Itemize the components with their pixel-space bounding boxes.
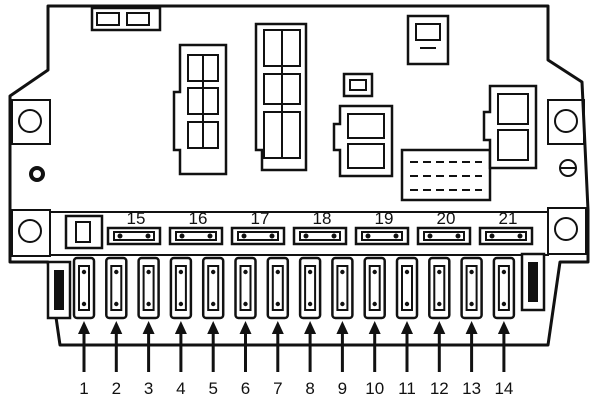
spare-fuse-holder — [64, 214, 104, 250]
mounting-bolt-top-right — [547, 99, 585, 145]
upper-fuse-row: 15 16 17 18 19 20 21 — [106, 209, 534, 246]
fuse-17: 17 — [230, 209, 286, 246]
connector-top-small — [90, 6, 162, 32]
fuse-18: 18 — [292, 209, 348, 246]
fuse-label-17: 17 — [251, 209, 270, 228]
fuse-label-7: 7 — [273, 379, 282, 398]
fuse-5: 5 — [201, 256, 225, 398]
fuse-label-14: 14 — [494, 379, 513, 398]
fuse-label-13: 13 — [462, 379, 481, 398]
fuse-14: 14 — [492, 256, 516, 398]
fuse-label-15: 15 — [127, 209, 146, 228]
fuse-10: 10 — [363, 256, 386, 398]
connector-right — [482, 84, 538, 170]
fuse-label-16: 16 — [189, 209, 208, 228]
fuse-1: 1 — [72, 256, 96, 398]
fuse-8: 8 — [298, 256, 322, 398]
mounting-bolt-bottom-right — [547, 207, 587, 255]
fuse-label-20: 20 — [437, 209, 456, 228]
connector-top-right — [406, 14, 450, 66]
fuse-label-9: 9 — [338, 379, 347, 398]
fuse-16: 16 — [168, 209, 224, 246]
ground-screw-right — [559, 159, 577, 177]
fuse-19: 19 — [354, 209, 410, 246]
fuse-15: 15 — [106, 209, 162, 246]
fuse-label-6: 6 — [241, 379, 250, 398]
fuse-21: 21 — [478, 209, 534, 246]
fuse-row-end-right — [520, 252, 546, 312]
fuse-label-8: 8 — [305, 379, 314, 398]
fuse-row-end-left — [46, 260, 72, 320]
fuse-label-18: 18 — [313, 209, 332, 228]
fuse-9: 9 — [331, 256, 354, 398]
fuse-6: 6 — [234, 256, 257, 398]
fuse-label-4: 4 — [176, 379, 185, 398]
fuse-label-5: 5 — [208, 379, 217, 398]
fuse-12: 12 — [428, 256, 451, 398]
fuse-2: 2 — [105, 256, 128, 398]
fuse-7: 7 — [266, 256, 290, 398]
fuse-4: 4 — [169, 256, 193, 398]
mounting-bolt-bottom-left — [11, 209, 51, 257]
mounting-bolt-top-left — [11, 99, 51, 145]
fuse-label-19: 19 — [375, 209, 394, 228]
fuse-3: 3 — [137, 256, 160, 398]
ground-screw-left — [29, 166, 45, 182]
fuse-label-11: 11 — [398, 379, 416, 398]
fuse-box-housing — [8, 4, 590, 347]
fuse-13: 13 — [460, 256, 483, 398]
fuse-label-2: 2 — [112, 379, 121, 398]
connector-middle — [332, 104, 394, 178]
fuse-label-12: 12 — [430, 379, 449, 398]
connector-center-tall — [254, 22, 308, 172]
connector-lower-right — [400, 148, 492, 202]
fuse-20: 20 — [416, 209, 472, 246]
fuse-11: 11 — [395, 256, 419, 398]
fuse-label-1: 1 — [79, 379, 88, 398]
fuse-label-21: 21 — [499, 209, 518, 228]
relay-small — [342, 72, 374, 98]
fuse-label-3: 3 — [144, 379, 153, 398]
fuse-label-10: 10 — [365, 379, 384, 398]
connector-left-tall — [172, 43, 228, 176]
